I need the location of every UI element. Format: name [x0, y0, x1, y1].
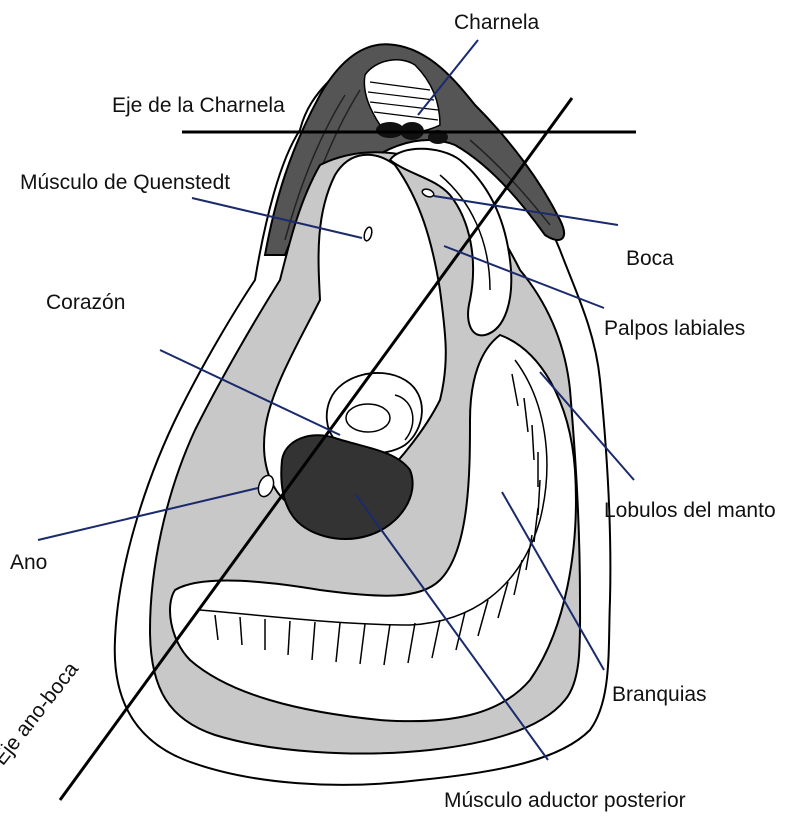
label-aductor: Músculo aductor posterior: [444, 790, 686, 811]
label-boca: Boca: [626, 248, 674, 269]
label-corazon: Corazón: [46, 292, 125, 313]
label-palpos: Palpos labiales: [604, 318, 745, 339]
label-ano: Ano: [10, 552, 47, 573]
label-eje-charnela: Eje de la Charnela: [112, 95, 285, 116]
label-branquias: Branquias: [612, 684, 707, 705]
label-lobulos: Lobulos del manto: [604, 500, 776, 521]
label-charnela: Charnela: [454, 12, 539, 33]
label-musculo-quenstedt: Músculo de Quenstedt: [20, 172, 230, 193]
